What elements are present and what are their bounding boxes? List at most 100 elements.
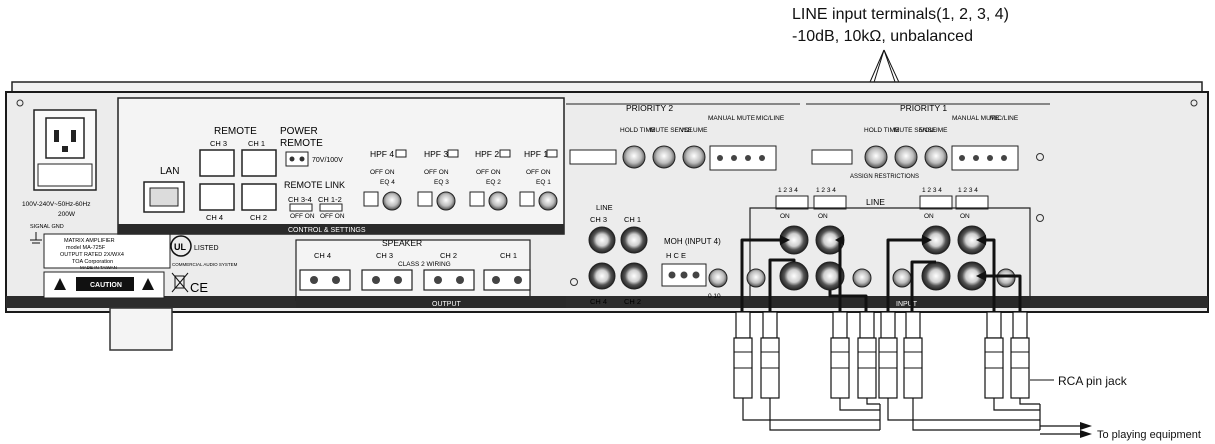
line-ch1-label: CH 1 [624,215,641,224]
remote-ch4-label: CH 4 [206,213,223,222]
screw-icon [1036,153,1044,161]
speaker-ch3-label: CH 3 [376,251,393,260]
dip-nums-d: 1 2 3 4 [958,187,978,194]
hpf3-offon: OFF ON [424,169,449,176]
p2-mute-sense: MUTE SENSE [650,127,693,134]
remote-ch2-label: CH 2 [250,213,267,222]
remote-ports [199,149,277,211]
hpf2-label: HPF 2 [475,149,499,159]
lan-port [143,181,185,213]
hpf1-offon: OFF ON [526,169,551,176]
ul-sub-text: COMMERCIAL AUDIO SYSTEM [172,262,238,267]
input-rca-jacks [779,225,987,291]
ac-voltage-text: 100V-240V~50Hz-60Hz [22,201,90,208]
weee-bin-icon [171,272,189,293]
dip-on-a: ON [780,213,790,220]
line-ch2-label: CH 2 [624,297,641,306]
ul-listed-logo: UL [170,235,192,257]
priority1-section: PRIORITY 1 HOLD TIME MUTE SENSE VOLUME M… [806,103,1050,180]
remote-ch3-label: CH 3 [210,139,227,148]
playing-equipment-arrows [1080,422,1092,438]
priority2-knobs [622,145,706,169]
power-remote-terminal [285,151,309,167]
hpf1-label: HPF 1 [524,149,548,159]
hpf4-label: HPF 4 [370,149,394,159]
power-remote-70v-label: 70V/100V [312,157,343,164]
plate-line5: MADE IN TAIWAN [80,265,117,270]
p2-mic-line: MIC/LINE [756,115,785,122]
remote-label: REMOTE [214,126,257,137]
screw-icon [1036,214,1044,222]
plate-line2: model MA-725F [66,245,106,251]
assign-restrictions-label: ASSIGN RESTRICTIONS [850,174,919,180]
line-input-label: LINE [866,197,885,207]
svg-text:UL: UL [174,242,186,252]
plate-line4: TOA Corporation [72,259,113,265]
ac-watts-text: 200W [58,211,76,218]
output-label: OUTPUT [432,301,462,308]
power-remote-label-1: POWER [280,126,318,137]
dip-on-b: ON [818,213,828,220]
p1-mute-sense: MUTE SENSE [894,127,937,134]
line-ch3-label: CH 3 [590,215,607,224]
eq3-label: EQ 3 [434,179,449,186]
priority2-section: PRIORITY 2 HOLD TIME MUTE SENSE VOLUME M… [566,103,800,171]
screw-icon [570,278,578,286]
remote-link-offon-b: OFF ON [320,213,345,220]
bottom-cable-runs [742,398,1080,435]
ce-mark: CE [190,280,208,295]
remote-ch1-label: CH 1 [248,139,265,148]
dip-nums-c: 1 2 3 4 [922,187,942,194]
remote-link-ch12: CH 1-2 [318,195,342,204]
plate-line1: MATRIX AMPLIFIER [64,238,115,244]
signal-gnd-text: SIGNAL GND [30,224,64,230]
speaker-ch4-label: CH 4 [314,251,331,260]
rca-plugs [733,311,1030,399]
input-section [749,207,1031,308]
line-rca-jacks-left [588,226,648,290]
caution-label [43,271,165,299]
speaker-label: SPEAKER [382,238,422,248]
speaker-ch1-label: CH 1 [500,251,517,260]
caution-text: CAUTION [90,282,122,289]
arrow-heads [780,235,986,281]
moh-volume-knob [708,268,728,288]
eq1-label: EQ 1 [536,179,551,186]
p1-hold-time: HOLD TIME [864,127,900,134]
hpf3-label: HPF 3 [424,149,448,159]
ul-listed-text: LISTED [194,245,219,252]
input-volume-knobs [746,268,1016,288]
input-label: INPUT [896,301,918,308]
dip-on-d: ON [960,213,970,220]
p2-manual-mute: MANUAL MUTE [708,115,756,122]
dip-nums-a: 1 2 3 4 [778,187,798,194]
line-group-label: LINE [596,203,613,212]
line-input-callout-title: LINE input terminals(1, 2, 3, 4) [792,6,1009,23]
control-settings-label: CONTROL & SETTINGS [288,227,366,234]
p2-hold-time: HOLD TIME [620,127,656,134]
line-ch4-label: CH 4 [590,297,607,306]
hpf4-offon: OFF ON [370,169,395,176]
power-remote-label-2: REMOTE [280,138,323,149]
priority2-label: PRIORITY 2 [626,103,673,113]
priority1-label: PRIORITY 1 [900,103,947,113]
remote-link-offon-a: OFF ON [290,213,315,220]
ground-icon [30,232,42,244]
moh-hce-label: H C E [666,251,686,260]
speaker-ch2-label: CH 2 [440,251,457,260]
remote-link-ch34: CH 3-4 [288,195,312,204]
p1-manual-mute: MANUAL MUTE [952,115,1000,122]
hpf-eq-controls: HPF 4 HPF 3 HPF 2 HPF 1 OFF ON OFF ON OF… [363,149,558,211]
p1-mic-line: MIC/LINE [990,115,1019,122]
class2-wiring-label: CLASS 2 WIRING [398,261,451,268]
ac-inlet [33,109,97,191]
p2-volume: VOLUME [680,127,708,134]
line-dip-switches [775,195,989,210]
plate-line3: OUTPUT RATED 2X/WX4 [60,252,124,258]
rating-plate [43,233,171,269]
lan-label: LAN [160,166,179,177]
rca-plug-bands [734,351,1029,369]
eq4-label: EQ 4 [380,179,395,186]
dip-nums-b: 1 2 3 4 [816,187,836,194]
